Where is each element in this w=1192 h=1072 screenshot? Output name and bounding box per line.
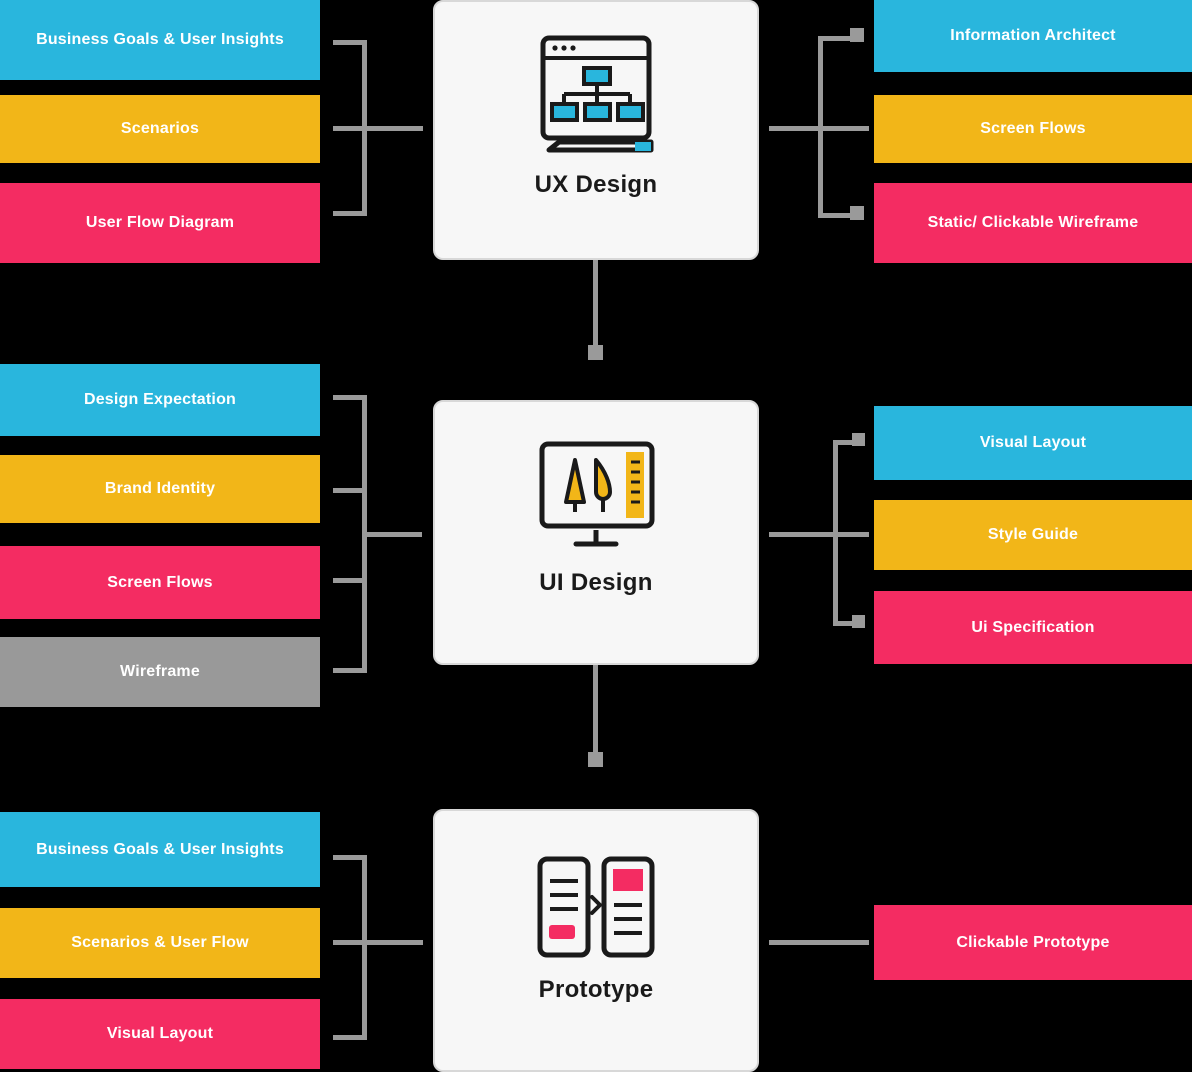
output-pill-ux-2[interactable]: Static/ Clickable Wireframe: [874, 183, 1192, 263]
input-pill-ux-1[interactable]: Scenarios: [0, 95, 320, 163]
input-pill-ux-0[interactable]: Business Goals & User Insights: [0, 0, 320, 80]
pill-label: Screen Flows: [980, 120, 1086, 138]
output-pill-ui-1[interactable]: Style Guide: [874, 500, 1192, 570]
output-pill-ui-2[interactable]: Ui Specification: [874, 591, 1192, 664]
connector-h: [333, 578, 367, 583]
stage-card-ux-design[interactable]: UX Design: [433, 0, 759, 260]
connector-h: [333, 855, 367, 860]
monitor-design-icon: [534, 440, 659, 555]
input-pill-ui-2[interactable]: Screen Flows: [0, 546, 320, 619]
pill-label: Brand Identity: [104, 480, 216, 498]
connector-h: [833, 621, 861, 626]
connector-h-main: [769, 532, 869, 537]
connector-h: [833, 440, 861, 445]
connector-v: [818, 36, 823, 218]
stage-title: UI Design: [539, 569, 653, 596]
input-pill-proto-2[interactable]: Visual Layout: [0, 999, 320, 1069]
input-pill-ui-3[interactable]: Wireframe: [0, 637, 320, 707]
stage-title: Prototype: [538, 976, 654, 1003]
connector-h-main: [333, 126, 423, 131]
connector-h: [818, 36, 858, 41]
pill-label: Clickable Prototype: [956, 933, 1110, 951]
pill-label: Style Guide: [987, 526, 1079, 544]
pill-label: Design Expectation: [83, 391, 237, 409]
connector-node: [852, 433, 865, 446]
pill-label: Ui Specification: [971, 618, 1095, 636]
connector-node: [850, 28, 864, 42]
input-pill-ux-2[interactable]: User Flow Diagram: [0, 183, 320, 263]
wireframe-browser-icon: [531, 32, 661, 157]
connector-h: [333, 488, 367, 493]
input-pill-proto-0[interactable]: Business Goals & User Insights: [0, 812, 320, 887]
input-pill-ui-1[interactable]: Brand Identity: [0, 455, 320, 523]
connector-v-stage: [593, 260, 598, 350]
pill-label: Information Architect: [950, 27, 1116, 45]
connector-node: [852, 615, 865, 628]
connector-h: [333, 668, 367, 673]
connector-node: [588, 345, 603, 360]
pill-label: Screen Flows: [107, 573, 213, 591]
connector-node: [588, 752, 603, 767]
connector-v: [833, 440, 838, 626]
pill-label: Static/ Clickable Wireframe: [927, 214, 1139, 232]
input-pill-ui-0[interactable]: Design Expectation: [0, 364, 320, 436]
connector-node: [850, 206, 864, 220]
connector-h: [818, 213, 858, 218]
stage-card-ui-design[interactable]: UI Design: [433, 400, 759, 665]
connector-v: [362, 855, 367, 1040]
pill-label: User Flow Diagram: [85, 214, 235, 232]
stage-card-prototype[interactable]: Prototype: [433, 809, 759, 1072]
pill-label: Visual Layout: [106, 1025, 214, 1043]
output-pill-ux-1[interactable]: Screen Flows: [874, 95, 1192, 163]
pill-label: Wireframe: [120, 663, 200, 681]
connector-h: [333, 395, 367, 400]
connector-h-main: [769, 940, 869, 945]
output-pill-ux-0[interactable]: Information Architect: [874, 0, 1192, 72]
stage-title: UX Design: [534, 171, 658, 198]
connector-v-stage: [593, 665, 598, 757]
pill-label: Scenarios: [120, 120, 200, 138]
pill-label: Business Goals & User Insights: [36, 840, 284, 858]
pill-label: Business Goals & User Insights: [36, 31, 284, 49]
connector-h: [333, 211, 367, 216]
pill-label: Scenarios & User Flow: [71, 934, 249, 952]
output-pill-proto-0[interactable]: Clickable Prototype: [874, 905, 1192, 980]
connector-h: [333, 1035, 367, 1040]
screens-prototype-icon: [534, 855, 659, 960]
pill-label: Visual Layout: [979, 434, 1087, 452]
input-pill-proto-1[interactable]: Scenarios & User Flow: [0, 908, 320, 978]
connector-h-main: [333, 940, 423, 945]
output-pill-ui-0[interactable]: Visual Layout: [874, 406, 1192, 480]
connector-h: [333, 40, 367, 45]
connector-h-main: [362, 532, 422, 537]
